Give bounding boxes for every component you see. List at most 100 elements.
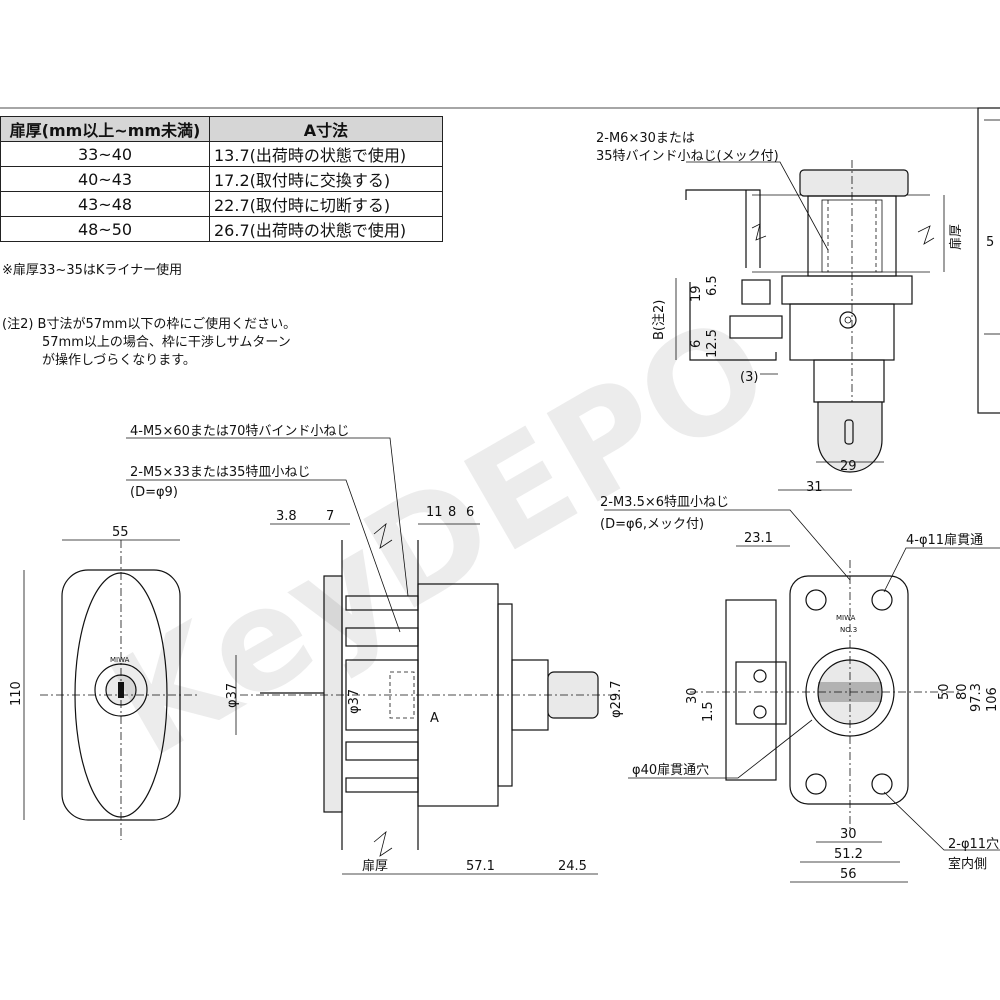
door-thickness-label: 扉厚 xyxy=(362,858,388,874)
callout-m35-b: (D=φ6,メック付) xyxy=(600,517,704,532)
dim-phi29-7: φ29.7 xyxy=(609,680,624,718)
dim-8: 8 xyxy=(448,505,456,520)
leader-m35 xyxy=(604,509,851,581)
dim-23-1: 23.1 xyxy=(744,531,773,546)
spindle-center xyxy=(844,316,852,324)
dim-12-5: 12.5 xyxy=(705,329,720,358)
dim-3: (3) xyxy=(740,370,758,385)
bolt xyxy=(729,315,783,339)
bolt-face xyxy=(735,661,787,725)
leader-m6 xyxy=(686,161,829,251)
break-mark xyxy=(373,522,393,549)
dim-24-5: 24.5 xyxy=(558,859,587,874)
screw-head xyxy=(753,705,767,719)
thumbturn-neck xyxy=(813,359,885,403)
table-header-row: 扉厚(mm以上~mm未満) A寸法 xyxy=(0,116,443,142)
dim-110: 110 xyxy=(9,681,24,706)
door-thickness-right: 扉厚 xyxy=(948,224,964,250)
note2-line2: 57mm以上の場合、枠に干渉しサムターン xyxy=(42,335,291,350)
break-mark xyxy=(373,830,393,857)
table-cell: 43~48 xyxy=(0,191,210,217)
table-row: 40~43 17.2(取付時に交換する) xyxy=(0,166,443,192)
dim-50: 50 xyxy=(937,683,952,700)
callout-m35: 2-M3.5×6特皿小ねじ xyxy=(600,495,729,510)
dim-7: 7 xyxy=(326,509,334,524)
dim-51-2: 51.2 xyxy=(834,847,863,862)
dim-6b: 6 xyxy=(689,340,704,348)
table-cell: 13.7(出荷時の状態で使用) xyxy=(209,141,443,167)
dim-3-8: 3.8 xyxy=(276,509,297,524)
table-cell: 33~40 xyxy=(0,141,210,167)
dim-106: 106 xyxy=(985,687,1000,712)
brand-case: MIWA xyxy=(836,614,856,622)
through-hole xyxy=(805,773,827,795)
callout-m5-60: 4-M5×60または70特バインド小ねじ xyxy=(130,424,349,439)
dim-56: 56 xyxy=(840,867,857,882)
callout-m5-33: 2-M5×33または35特皿小ねじ xyxy=(130,465,310,480)
section-view: φ37 φ37 φ29.7 A 3.8 7 11 8 6 扉厚 57.1 24.… xyxy=(126,424,624,875)
label-a: A xyxy=(430,711,439,726)
table-row: 43~48 22.7(取付時に切断する) xyxy=(0,191,443,217)
dim-phi37b: φ37 xyxy=(347,689,362,714)
callout-m6: 2-M6×30または xyxy=(596,131,695,146)
dim-55: 55 xyxy=(112,525,129,540)
leader-40-hole xyxy=(628,719,813,779)
leader-m5-60 xyxy=(126,437,409,597)
dim-97-3: 97.3 xyxy=(969,683,984,712)
dim-1-5: 1.5 xyxy=(701,701,716,722)
table-cell: 48~50 xyxy=(0,216,210,242)
callout-40-hole: φ40扉貫通穴 xyxy=(632,762,709,778)
leader-m5-33 xyxy=(126,479,401,633)
note2-line3: が操作しづらくなります。 xyxy=(42,353,196,368)
dim-30h: 30 xyxy=(840,827,857,842)
dim-b-label: B(注2) xyxy=(652,300,667,340)
table-cell: 40~43 xyxy=(0,166,210,192)
frame-profile xyxy=(685,189,761,268)
dim-29: 29 xyxy=(840,459,857,474)
case-flange xyxy=(781,275,913,305)
thumbturn-slot xyxy=(844,419,854,445)
leader-4-hole xyxy=(883,547,1000,593)
table-header-thickness: 扉厚(mm以上~mm未満) xyxy=(0,116,210,142)
screw-lower xyxy=(345,741,419,761)
spindle-circle xyxy=(839,311,857,329)
callout-inside: 室内側 xyxy=(948,856,987,872)
through-hole xyxy=(805,589,827,611)
callout-m6-b: 35特バインド小ねじ(メック付) xyxy=(596,149,779,164)
table-cell: 17.2(取付時に交換する) xyxy=(209,166,443,192)
case-body xyxy=(789,303,895,361)
note2-line1: (注2) B寸法が57mm以下の枠にご使用ください。 xyxy=(2,317,297,332)
case-front-view: MIWA NO.3 23.1 30 1.5 50 80 97.3 106 30 … xyxy=(600,495,1000,883)
table-row: 48~50 26.7(出荷時の状態で使用) xyxy=(0,216,443,242)
dim-19: 19 xyxy=(689,285,704,302)
case-plate xyxy=(789,575,909,805)
dim-57-1: 57.1 xyxy=(466,859,495,874)
frame-bottom xyxy=(689,282,777,361)
break-mark xyxy=(751,223,767,241)
dim-31: 31 xyxy=(806,480,823,495)
dim-6-5: 6.5 xyxy=(705,275,720,296)
screw-head xyxy=(753,669,767,683)
through-hole xyxy=(871,773,893,795)
dim-phi37a: φ37 xyxy=(225,683,240,708)
break-mark xyxy=(917,225,935,245)
dim-30v: 30 xyxy=(685,687,700,704)
through-hole xyxy=(871,589,893,611)
callout-4-hole: 4-φ11扉貫通 xyxy=(906,532,983,548)
dim-5: 5 xyxy=(986,235,994,250)
bolt-lower xyxy=(345,777,419,793)
door-thickness-table: 扉厚(mm以上~mm未満) A寸法 33~40 13.7(出荷時の状態で使用) … xyxy=(0,116,443,242)
thumbturn-knob xyxy=(817,401,883,473)
front-view: MIWA 55 110 xyxy=(9,525,200,840)
brand-front: MIWA xyxy=(110,656,130,664)
dim-11: 11 xyxy=(426,505,443,520)
table-row: 33~40 13.7(出荷時の状態で使用) xyxy=(0,141,443,167)
screw-upper xyxy=(345,627,419,647)
case-number: NO.3 xyxy=(840,626,857,634)
cylinder-cap xyxy=(799,169,909,197)
liner-note: ※扉厚33~35はKライナー使用 xyxy=(2,263,183,278)
dim-80: 80 xyxy=(955,683,970,700)
top-side-view: 29 31 (3) B(注2) 19 6.5 6 12.5 扉厚 2-M6×30… xyxy=(596,131,964,495)
leader-2-hole xyxy=(883,791,1000,851)
